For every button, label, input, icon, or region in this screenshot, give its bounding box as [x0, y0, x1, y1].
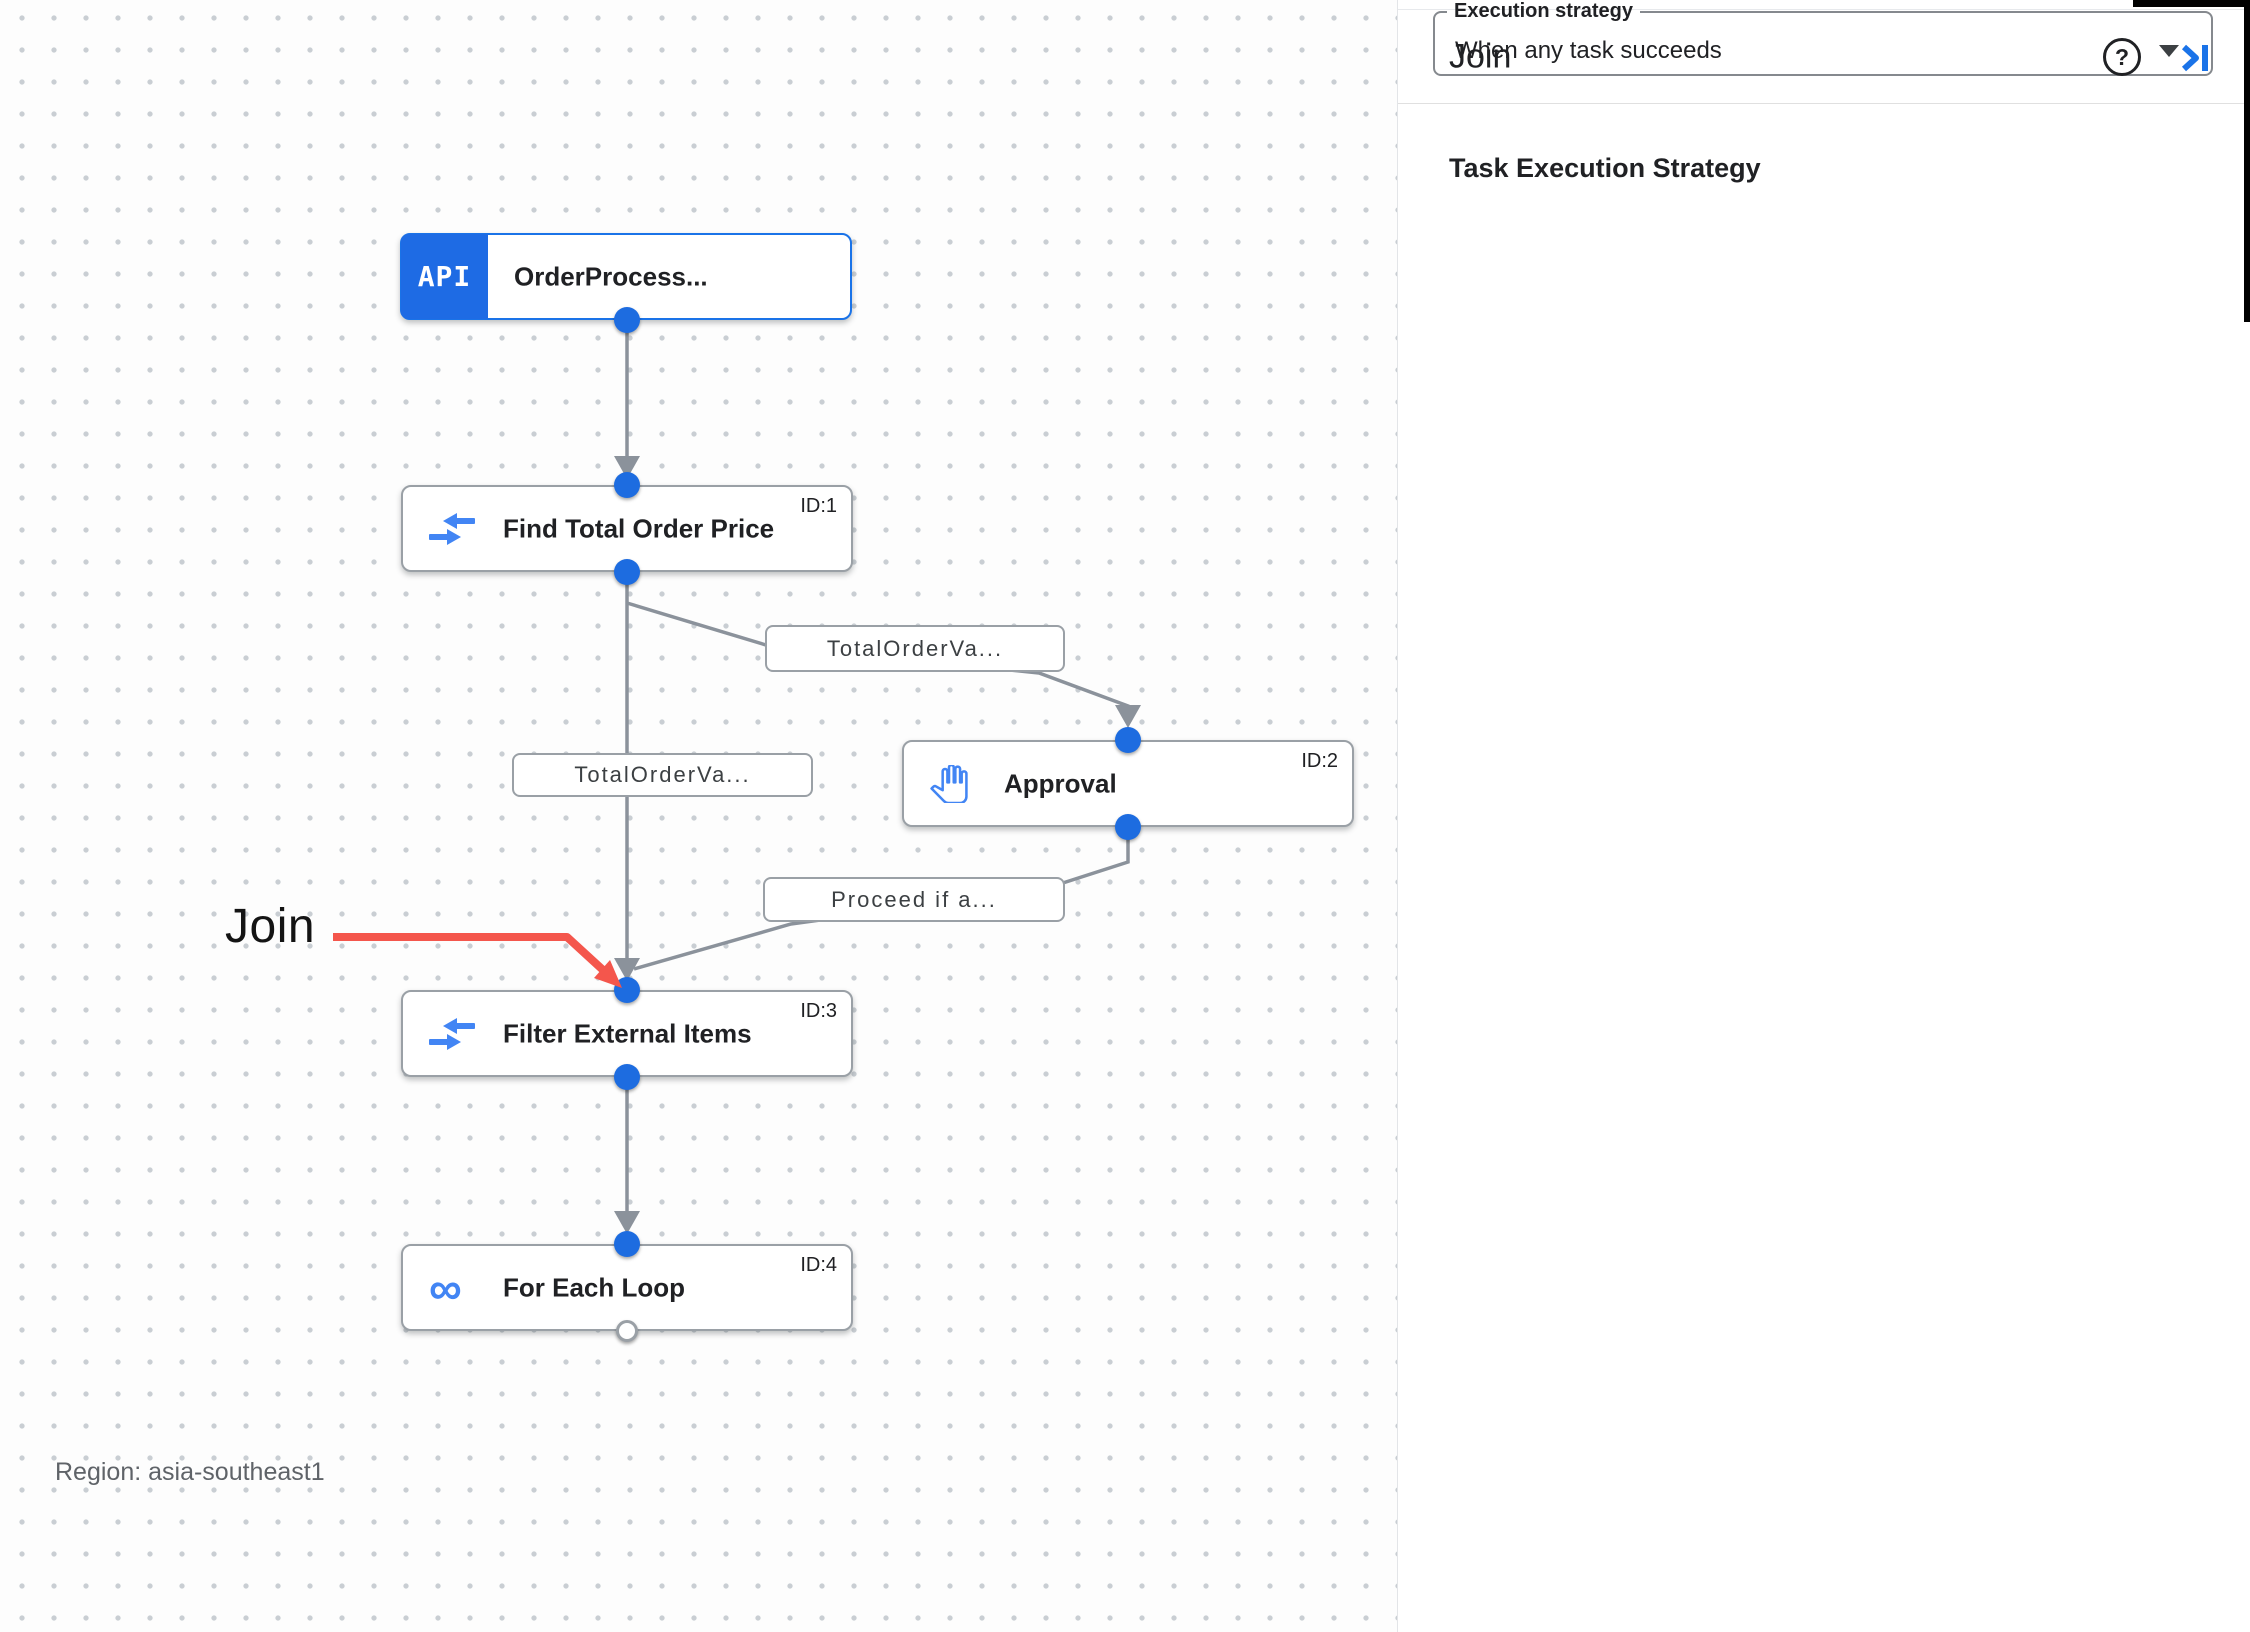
join-annotation-label: Join — [225, 900, 316, 953]
panel-top-divider — [1398, 9, 2250, 10]
node-find-total-order-price[interactable]: Find Total Order Price ID:1 — [401, 485, 853, 572]
node-id-badge: ID:1 — [800, 495, 837, 517]
node-id-badge: ID:3 — [800, 1000, 837, 1022]
edge-label-text: TotalOrderVa... — [574, 762, 751, 787]
edge-label-text: Proceed if a... — [831, 886, 997, 912]
help-icon[interactable]: ? — [2103, 38, 2141, 76]
panel-header-divider — [1398, 103, 2250, 104]
panel-header: Join — [1398, 10, 2250, 103]
panel-title: Join — [1449, 37, 1512, 75]
approval-hand-icon — [930, 763, 968, 804]
output-port-find-total-order-price[interactable] — [614, 559, 640, 585]
output-port-filter-external-items[interactable] — [614, 1064, 640, 1090]
node-title: Approval — [1004, 768, 1117, 798]
task-config-panel: Join Task Execution Strategy Execution s… — [1397, 0, 2250, 1632]
output-port-orderprocess[interactable] — [614, 307, 640, 333]
node-title: Find Total Order Price — [503, 513, 775, 543]
node-for-each-loop[interactable]: ∞ For Each Loop ID:4 — [401, 1244, 853, 1331]
edge-label-text: TotalOrderVa... — [826, 635, 1004, 661]
data-mapping-icon — [429, 512, 475, 546]
input-port-find-total-order-price[interactable] — [614, 472, 640, 498]
region-label: Region: asia-southeast1 — [55, 1458, 325, 1486]
execution-strategy-label: Execution strategy — [1454, 0, 1633, 22]
section-title-task-execution-strategy: Task Execution Strategy — [1449, 153, 1761, 183]
edge-label-totalordervalue-2[interactable]: TotalOrderVa... — [512, 753, 813, 797]
join-annotation-arrow — [333, 933, 622, 988]
input-port-approval[interactable] — [1115, 727, 1141, 753]
screen-edge-artifact-top — [2133, 0, 2250, 7]
node-api-trigger-orderprocess[interactable]: API OrderProcess... — [400, 233, 852, 320]
edge-label-proceed-if[interactable]: Proceed if a... — [763, 877, 1065, 922]
workflow-canvas[interactable]: TotalOrderVa... TotalOrderVa... Proceed … — [0, 0, 1397, 1632]
dropdown-caret-icon — [2159, 45, 2179, 57]
collapse-panel-icon[interactable] — [2178, 42, 2212, 74]
api-trigger-icon: API — [401, 234, 488, 319]
node-title: For Each Loop — [503, 1272, 685, 1302]
execution-strategy-value: When any task succeeds — [1455, 37, 1722, 64]
input-port-for-each-loop[interactable] — [614, 1231, 640, 1257]
node-id-badge: ID:2 — [1301, 750, 1338, 772]
data-mapping-icon — [429, 1017, 475, 1051]
output-port-for-each-loop[interactable] — [616, 1320, 638, 1342]
edge-label-totalordervalue-1[interactable]: TotalOrderVa... — [765, 625, 1065, 672]
node-title: OrderProcess... — [514, 261, 708, 291]
execution-strategy-select[interactable]: Execution strategy When any task succeed… — [1433, 0, 2213, 76]
node-title: Filter External Items — [503, 1018, 752, 1048]
node-approval[interactable]: Approval ID:2 — [902, 740, 1354, 827]
output-port-approval[interactable] — [1115, 814, 1141, 840]
node-id-badge: ID:4 — [800, 1254, 837, 1276]
screen-edge-artifact-right — [2244, 0, 2250, 322]
